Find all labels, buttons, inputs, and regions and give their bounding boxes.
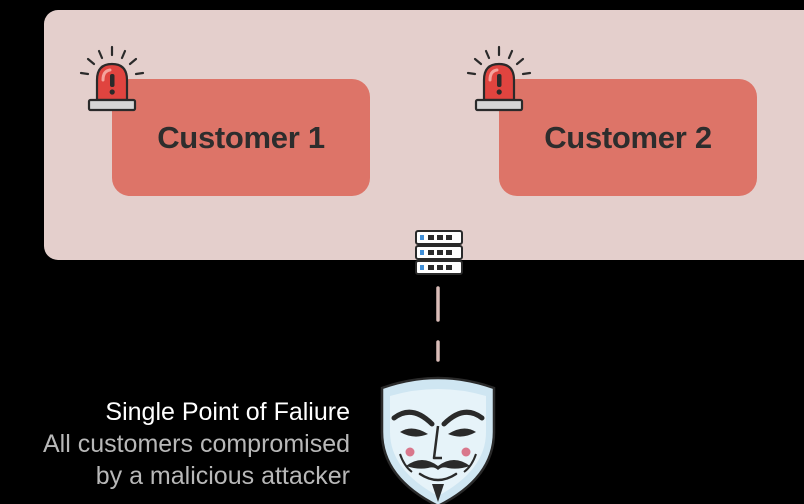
alarm-siren-icon <box>466 45 532 112</box>
server-rack-icon <box>415 230 463 275</box>
caption-line-2: by a malicious attacker <box>95 462 350 490</box>
caption-line-1: All customers compromised <box>42 430 350 458</box>
customer-1-label: Customer 1 <box>157 119 325 155</box>
customer-1-box: Customer 1 <box>112 79 370 196</box>
caption-block: Single Point of Faliure All customers co… <box>43 396 350 492</box>
customer-2-label: Customer 2 <box>544 119 712 155</box>
dashed-connector <box>436 286 440 362</box>
caption-title: Single Point of Faliure <box>105 398 350 426</box>
alarm-siren-icon <box>79 45 145 112</box>
anonymous-mask-icon <box>380 376 496 504</box>
customer-2-box: Customer 2 <box>499 79 757 196</box>
